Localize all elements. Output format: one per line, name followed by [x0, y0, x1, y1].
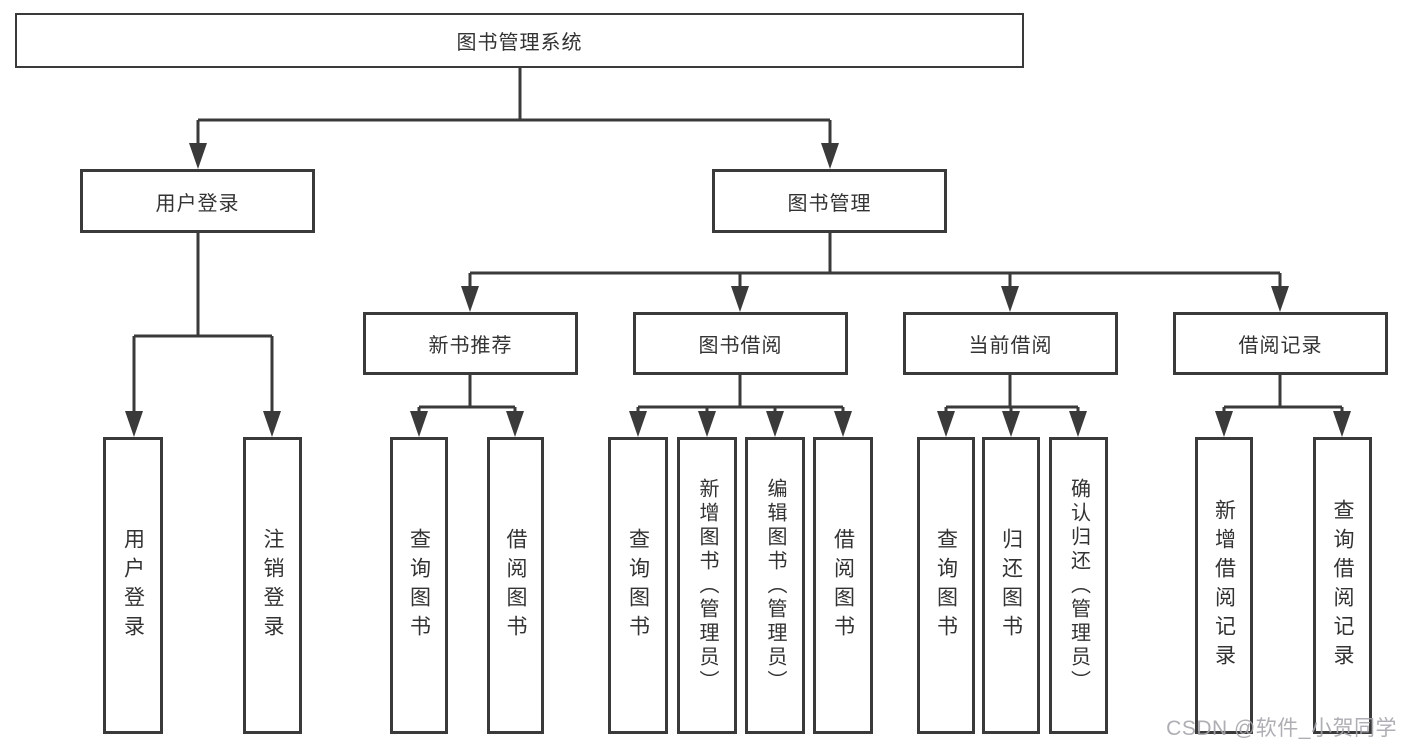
arrow-down-icon [1215, 411, 1233, 437]
node-br-query-borrow-record: 查询借阅记录 [1313, 437, 1372, 734]
arrow-down-icon [1271, 286, 1289, 312]
node-borrow-records: 借阅记录 [1173, 312, 1388, 375]
arrow-down-icon [766, 411, 784, 437]
arrow-down-icon [1002, 411, 1020, 437]
node-user-login-group: 用户登录 [80, 169, 315, 233]
arrow-down-icon [125, 411, 143, 437]
arrow-down-icon [410, 411, 428, 437]
node-bb-query-books: 查询图书 [608, 437, 668, 734]
node-bb-borrow-books: 借阅图书 [813, 437, 873, 734]
node-book-borrowing: 图书借阅 [633, 312, 848, 375]
node-cb-return-books: 归还图书 [982, 437, 1040, 734]
node-new-book-recommend: 新书推荐 [363, 312, 578, 375]
arrow-down-icon [506, 411, 524, 437]
arrow-down-icon [461, 286, 479, 312]
node-br-add-borrow-record: 新增借阅记录 [1195, 437, 1253, 734]
node-nr-query-books: 查询图书 [390, 437, 448, 734]
node-nr-borrow-books: 借阅图书 [487, 437, 544, 734]
arrow-down-icon [937, 411, 955, 437]
arrow-down-icon [189, 143, 207, 169]
node-user-login: 用户登录 [103, 437, 163, 734]
csdn-watermark: CSDN @软件_小贺同学 [1166, 717, 1397, 740]
node-cb-confirm-return-admin: 确认归还（管理员） [1049, 437, 1108, 734]
arrow-down-icon [698, 411, 716, 437]
connector-lines [132, 68, 1344, 414]
arrow-down-icon [629, 411, 647, 437]
arrow-down-icon [731, 286, 749, 312]
node-current-borrowing: 当前借阅 [903, 312, 1118, 375]
node-bb-add-books-admin: 新增图书（管理员） [677, 437, 737, 734]
arrow-down-icon [263, 411, 281, 437]
arrowhead-icons [125, 143, 1351, 437]
arrow-down-icon [1333, 411, 1351, 437]
node-cb-query-books: 查询图书 [917, 437, 975, 734]
node-bb-edit-books-admin: 编辑图书（管理员） [745, 437, 805, 734]
arrow-down-icon [821, 143, 839, 169]
arrow-down-icon [1001, 286, 1019, 312]
arrow-down-icon [1069, 411, 1087, 437]
node-library-management-system: 图书管理系统 [15, 13, 1024, 68]
node-book-management: 图书管理 [712, 169, 947, 233]
node-logout: 注销登录 [243, 437, 302, 734]
arrow-down-icon [834, 411, 852, 437]
